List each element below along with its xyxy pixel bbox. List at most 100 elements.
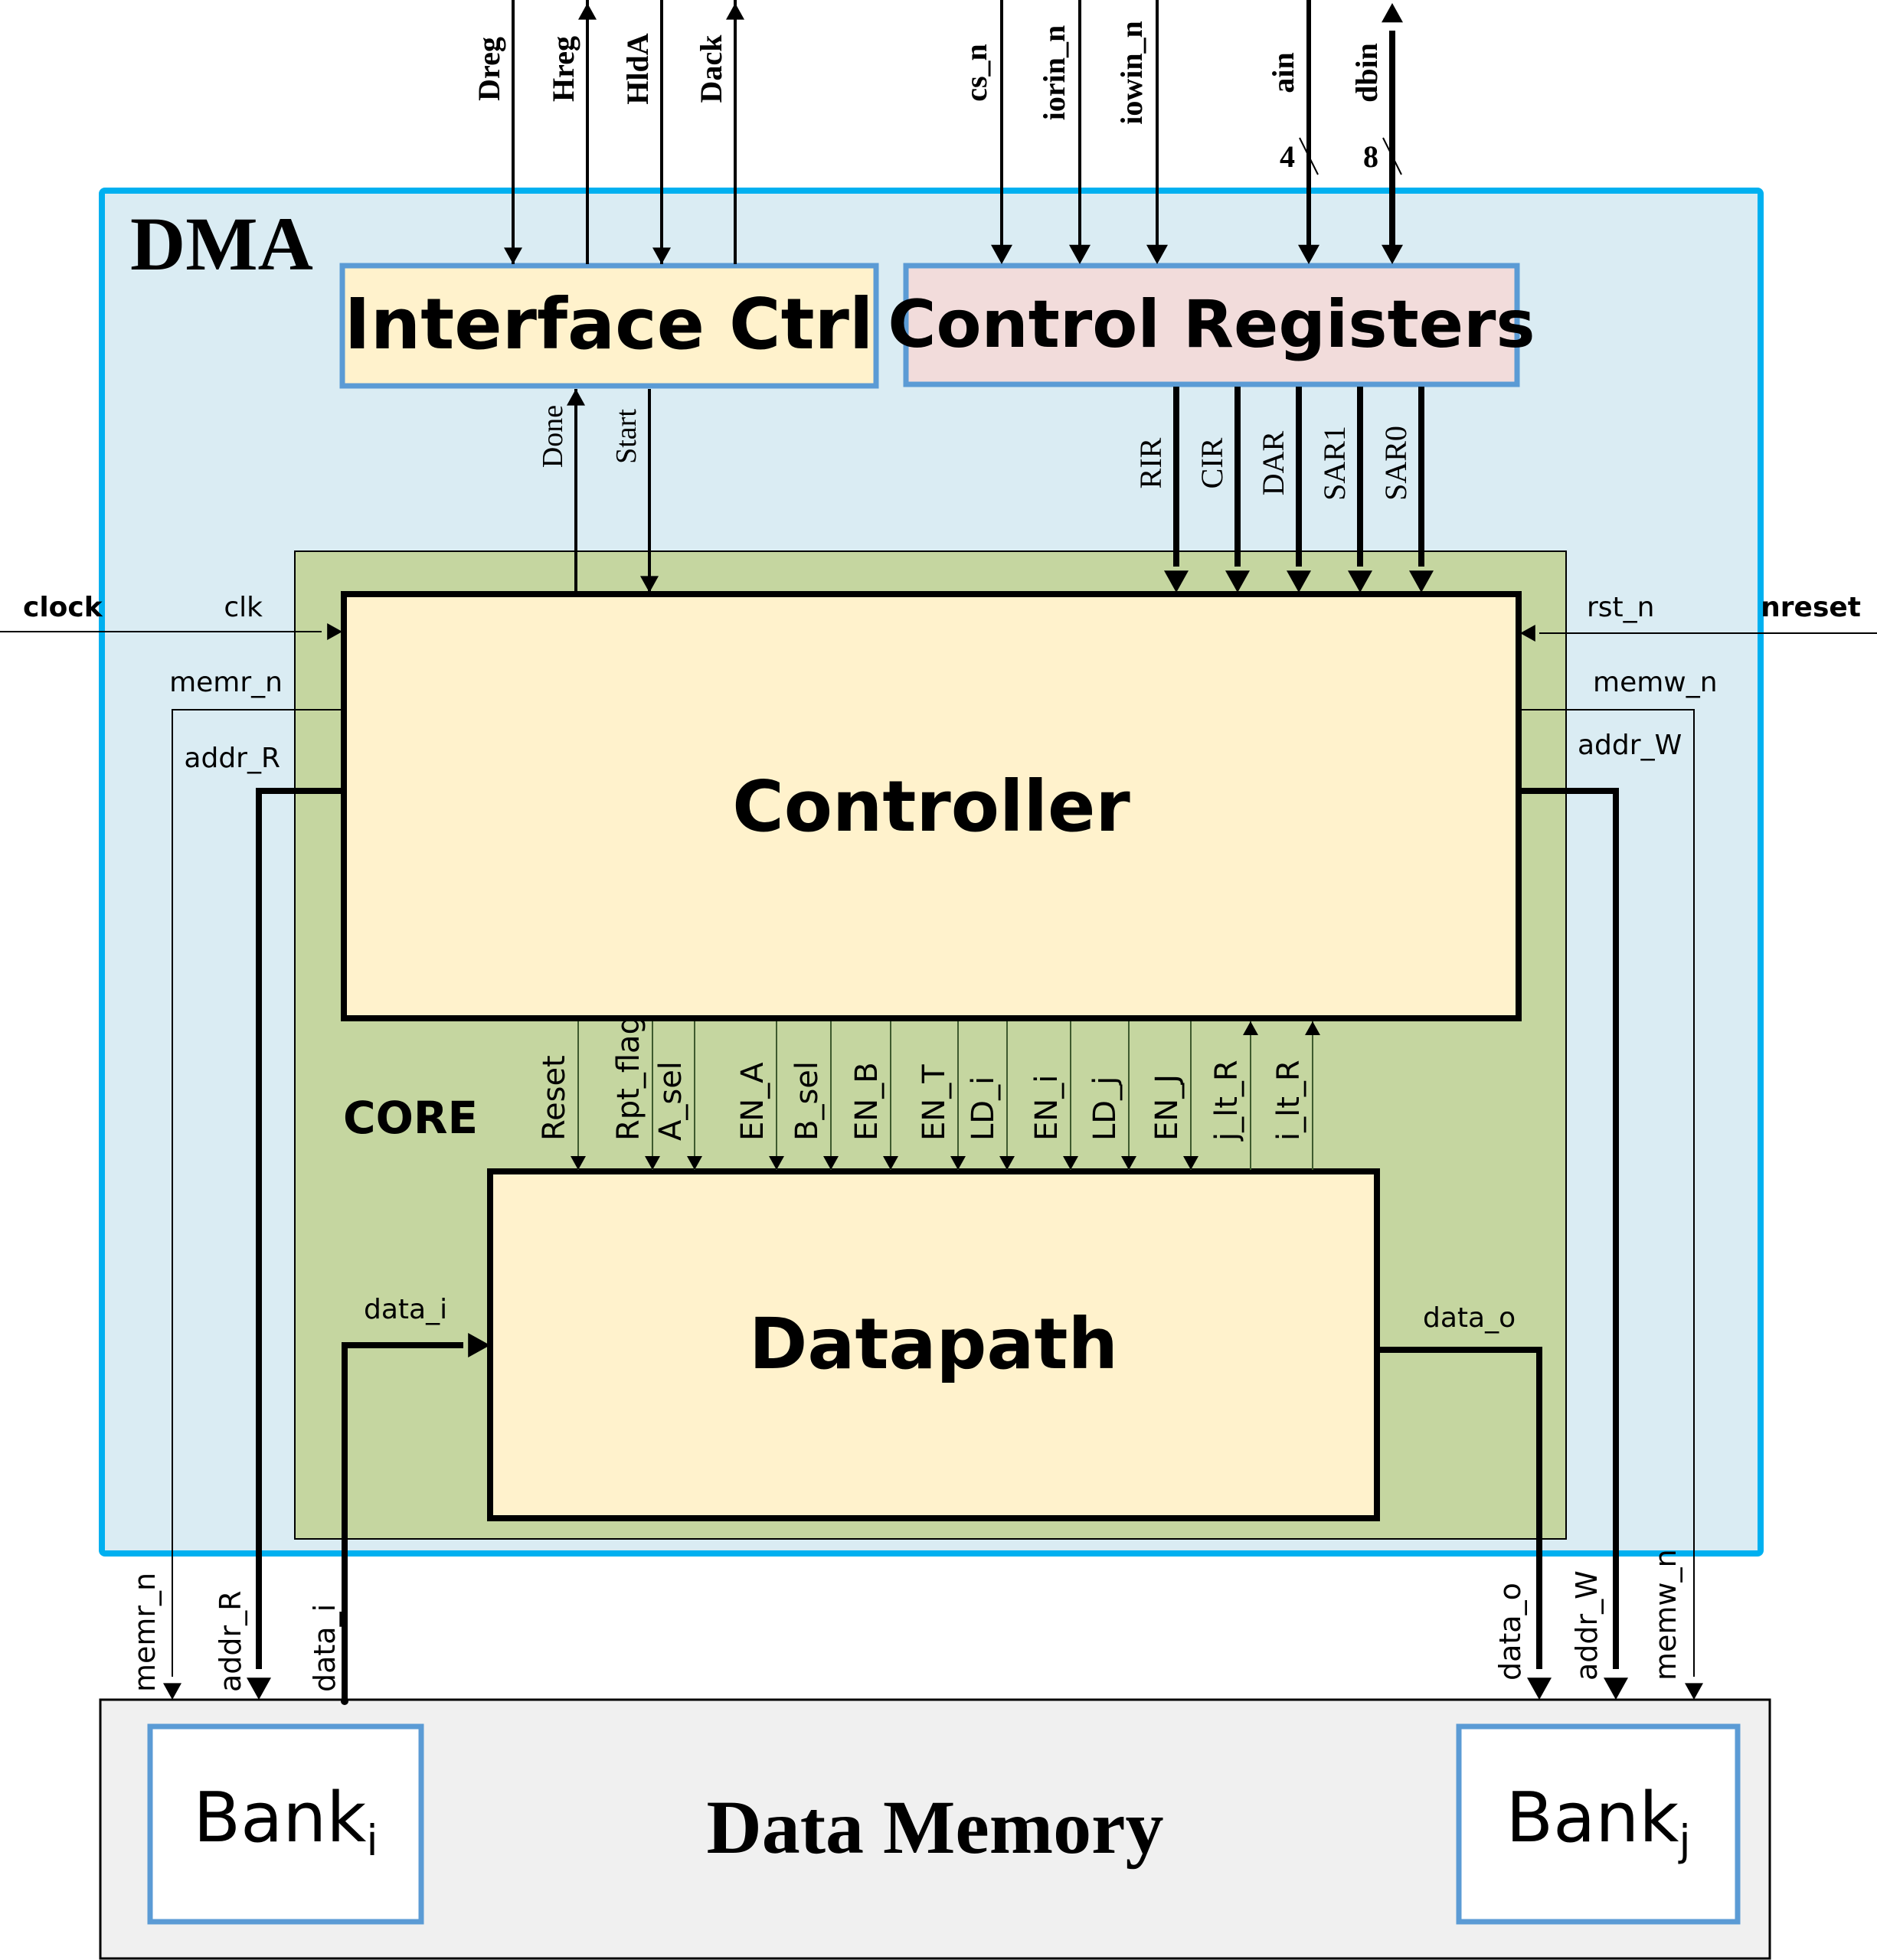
core-label: CORE [343, 1092, 478, 1144]
control-registers-label: Control Registers [888, 286, 1535, 363]
arrow-dbin-icon [1382, 244, 1403, 264]
label-EN_B: EN_B [849, 1062, 885, 1141]
bank-j-block[interactable]: Bankj [1456, 1723, 1741, 1925]
arrow-CIR-icon [1225, 570, 1250, 593]
arrow-A_sel-icon [687, 1156, 702, 1170]
label-SAR0: SAR0 [1378, 426, 1413, 501]
arrow-LD_i-icon [999, 1156, 1015, 1170]
datapath-block[interactable] [487, 1168, 1380, 1521]
bank-i-subscript: i [366, 1816, 378, 1865]
label-DAR: DAR [1256, 430, 1290, 495]
arrow-i_lt_R-icon [1305, 1021, 1320, 1035]
label-cs_n: cs_n [959, 44, 993, 102]
label-nreset: nreset [1761, 592, 1861, 623]
arrow-DAR-icon [1287, 570, 1311, 593]
arrow-Dreg-icon [504, 247, 522, 264]
label-Done: Done [537, 405, 569, 468]
arrow-Done-icon [567, 389, 585, 406]
arrow-EN_A-icon [769, 1156, 784, 1170]
arrow-Dack-icon [726, 3, 744, 20]
controller-block[interactable] [341, 591, 1522, 1021]
arrow-LD_j-icon [1121, 1156, 1136, 1170]
arrow-Reset-icon [571, 1156, 586, 1170]
label-EN_A: EN_A [735, 1062, 770, 1141]
label-i_lt_R: i_lt_R [1271, 1060, 1306, 1141]
arrow-EN_T-icon [950, 1156, 966, 1170]
arrow-addr-w-icon [1604, 1677, 1628, 1700]
bus-width-ain: 4 [1280, 139, 1295, 174]
label-Hreg: Hreg [546, 36, 580, 102]
data-memory-label: Data Memory [707, 1785, 1164, 1870]
label-mem-addr_W: addr_W [1570, 1570, 1604, 1681]
wire-memr-n [172, 709, 342, 1677]
arrow-Start-icon [640, 576, 659, 593]
arrow-memr-n-icon [163, 1683, 181, 1700]
arrow-data-o-icon [1527, 1677, 1552, 1700]
arrow-memw-n-icon [1685, 1683, 1703, 1700]
svg-text:Bankj: Bankj [1506, 1778, 1690, 1865]
arrow-B_sel-icon [823, 1156, 839, 1170]
label-EN_T: EN_T [917, 1064, 952, 1141]
bank-i-block[interactable]: Banki [147, 1723, 424, 1925]
label-clk: clk [224, 592, 263, 623]
label-j_lt_R: j_lt_R [1209, 1060, 1244, 1142]
label-B_sel: B_sel [790, 1061, 825, 1141]
label-ain: ain [1266, 52, 1300, 93]
label-RIR: RIR [1133, 437, 1168, 488]
bus-slash-dbin [1382, 137, 1402, 175]
interface-ctrl-label: Interface Ctrl [345, 283, 874, 365]
arrow-data-i-icon [468, 1333, 490, 1357]
dma-title: DMA [130, 201, 313, 286]
arrow-rst-n-icon [1520, 625, 1535, 642]
arrow-Rpt_flag-icon [645, 1156, 660, 1170]
arrow-EN_B-icon [883, 1156, 898, 1170]
bus-slash-ain [1299, 137, 1319, 175]
wire-memw-n [1519, 709, 1695, 1677]
label-LD_i: LD_i [966, 1076, 1001, 1141]
interface-ctrl-block[interactable] [339, 263, 879, 389]
label-iowin_n: iowin_n [1114, 21, 1149, 125]
bus-width-dbin: 8 [1363, 139, 1378, 174]
arrow-EN_i-icon [1063, 1156, 1078, 1170]
arrow-iorin_n-icon [1069, 244, 1091, 264]
control-registers-block[interactable] [903, 263, 1520, 387]
bank-j-subscript: j [1678, 1816, 1690, 1865]
label-A_sel: A_sel [653, 1061, 688, 1141]
label-Reset: Reset [537, 1055, 572, 1141]
label-addr-r: addr_R [184, 743, 280, 774]
arrow-Hreg-icon [578, 3, 597, 20]
data-i-junction [341, 1697, 348, 1705]
label-memr-n: memr_n [169, 667, 283, 698]
bank-j-label: Bank [1506, 1778, 1679, 1858]
label-Rpt_flag: Rpt_flag [611, 1015, 646, 1141]
arrow-j_lt_R-icon [1243, 1021, 1258, 1035]
wire-addr-r [256, 788, 342, 1669]
label-HldA: HldA [620, 33, 655, 104]
arrow-clk-icon [327, 623, 342, 640]
bank-i-label: Bank [193, 1778, 366, 1858]
label-mem-memr_n: memr_n [128, 1573, 162, 1692]
label-CIR: CIR [1195, 437, 1229, 488]
label-EN_i: EN_i [1029, 1075, 1064, 1141]
svg-text:Banki: Banki [193, 1778, 378, 1865]
label-mem-data_o: data_o [1493, 1583, 1527, 1681]
arrow-EN_J-icon [1183, 1156, 1198, 1170]
controller-label: Controller [732, 766, 1130, 848]
label-memw-n: memw_n [1593, 667, 1718, 698]
arrow-SAR0-icon [1409, 570, 1434, 593]
label-addr-w: addr_W [1578, 730, 1682, 761]
label-clock: clock [23, 592, 103, 623]
label-mem-addr_R: addr_R [214, 1590, 247, 1692]
label-Dreg: Dreg [472, 37, 506, 101]
arrow-dbin-up-icon [1382, 3, 1403, 23]
arrow-cs_n-icon [991, 244, 1012, 264]
arrow-SAR1-icon [1348, 570, 1372, 593]
datapath-label: Datapath [749, 1303, 1118, 1385]
label-rst-n: rst_n [1587, 592, 1655, 623]
label-Start: Start [610, 409, 643, 464]
arrow-ain-icon [1298, 244, 1319, 264]
arrow-addr-r-icon [247, 1677, 271, 1700]
label-data-i: data_i [364, 1294, 447, 1325]
arrow-iowin_n-icon [1146, 244, 1168, 264]
